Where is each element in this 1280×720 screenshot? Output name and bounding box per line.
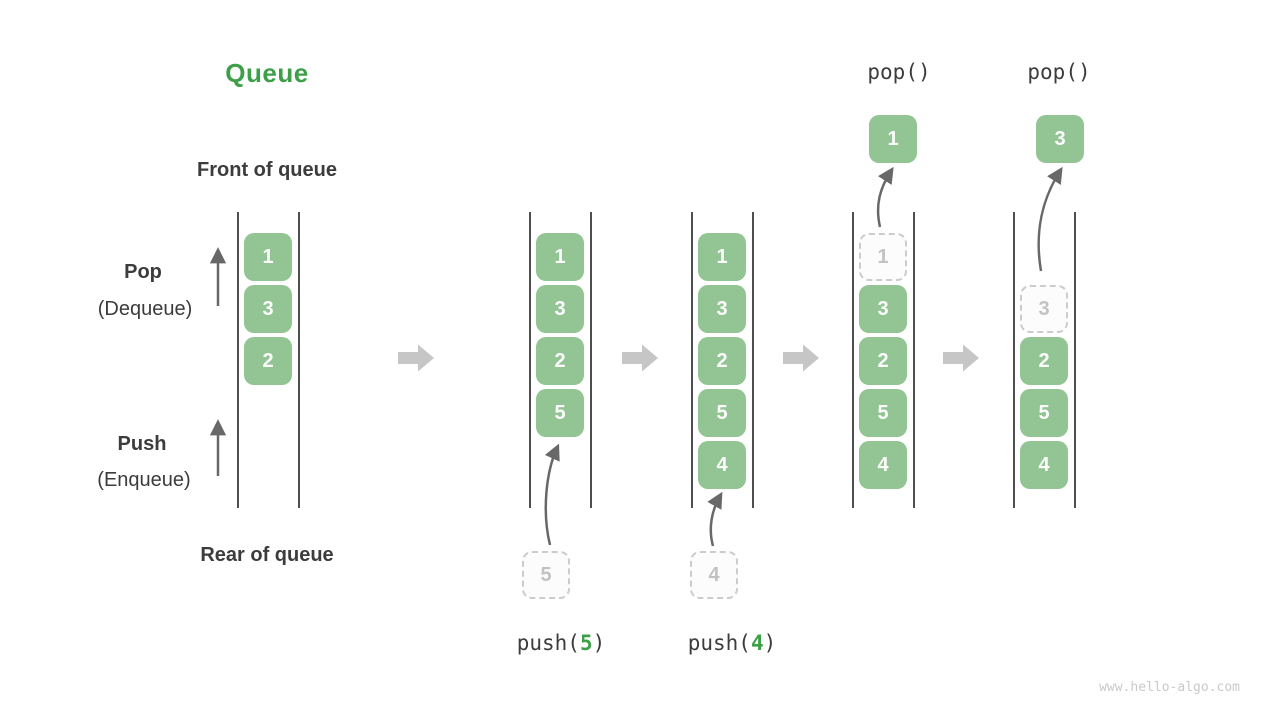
queue-cell: 3: [698, 285, 746, 333]
pop-connector-arrow-icon: [1037, 166, 1063, 272]
flow-arrow-icon: [622, 344, 658, 372]
popped-cell: 1: [869, 115, 917, 163]
queue-rail: [1074, 212, 1076, 508]
pop-label: Pop: [124, 261, 162, 283]
queue-rail: [1013, 212, 1015, 508]
queue-cell: 3: [859, 285, 907, 333]
rear-of-queue-label: Rear of queue: [200, 544, 334, 566]
queue-cell: 2: [1020, 337, 1068, 385]
push-connector-arrow-icon: [544, 443, 560, 546]
operation-label: push(5): [516, 631, 606, 655]
queue-cell: 1: [536, 233, 584, 281]
queue-rail: [529, 212, 531, 508]
queue-rail: [752, 212, 754, 508]
dequeue-sublabel: (Dequeue): [97, 298, 193, 320]
queue-cell: 4: [1020, 441, 1068, 489]
queue-cell-dashed: 3: [1020, 285, 1068, 333]
queue-cell: 2: [859, 337, 907, 385]
watermark: www.hello-algo.com: [1099, 680, 1240, 695]
queue-rail: [237, 212, 239, 508]
queue-cell: 2: [698, 337, 746, 385]
queue-cell: 4: [698, 441, 746, 489]
pending-cell: 5: [522, 551, 570, 599]
push-connector-arrow-icon: [707, 491, 723, 547]
pop-connector-arrow-icon: [876, 166, 894, 228]
queue-rail: [298, 212, 300, 508]
queue-cell: 3: [244, 285, 292, 333]
queue-cell: 5: [536, 389, 584, 437]
queue-cell: 2: [244, 337, 292, 385]
queue-cell: 4: [859, 441, 907, 489]
pending-cell: 4: [690, 551, 738, 599]
queue-rail: [590, 212, 592, 508]
flow-arrow-icon: [943, 344, 979, 372]
diagram-title: Queue: [225, 58, 309, 88]
queue-rail: [913, 212, 915, 508]
queue-cell: 5: [859, 389, 907, 437]
flow-arrow-icon: [783, 344, 819, 372]
queue-rail: [852, 212, 854, 508]
queue-rail: [691, 212, 693, 508]
front-of-queue-label: Front of queue: [197, 159, 337, 181]
queue-cell: 1: [244, 233, 292, 281]
operation-label: pop(): [867, 60, 931, 84]
enqueue-sublabel: (Enqueue): [97, 469, 191, 491]
queue-cell: 2: [536, 337, 584, 385]
queue-cell: 3: [536, 285, 584, 333]
flow-arrow-icon: [398, 344, 434, 372]
queue-cell-dashed: 1: [859, 233, 907, 281]
queue-cell: 5: [1020, 389, 1068, 437]
popped-cell: 3: [1036, 115, 1084, 163]
queue-cell: 5: [698, 389, 746, 437]
operation-label: push(4): [687, 631, 777, 655]
push-label: Push: [117, 433, 167, 455]
operation-label: pop(): [1027, 60, 1091, 84]
queue-cell: 1: [698, 233, 746, 281]
